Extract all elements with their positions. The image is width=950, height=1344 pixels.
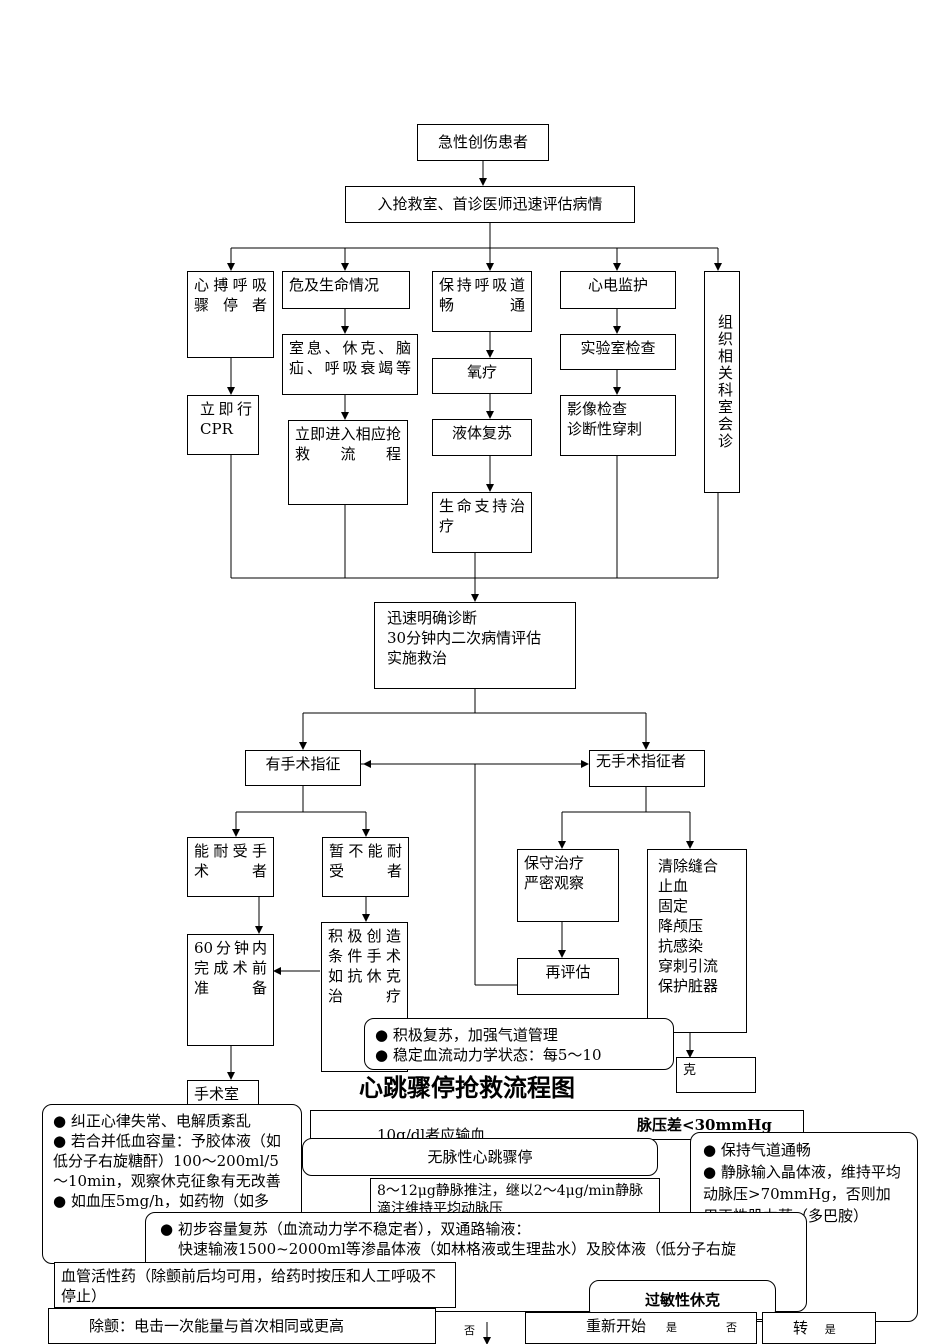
overlay-blood-note: 10g/dl者应输血 bbox=[377, 1126, 486, 1140]
node-can-tolerate: 能耐受手术者 bbox=[187, 837, 274, 897]
overlay-yes-2: 是 bbox=[824, 1323, 836, 1336]
node-imaging: 影像检查 诊断性穿刺 bbox=[560, 395, 676, 456]
node-initial-assessment: 入抢救室、首诊医师迅速评估病情 bbox=[345, 186, 635, 223]
overlay-vasoactive: 血管活性药（除颤前后均可用，给药时按压和人工呼吸不停止） bbox=[54, 1262, 456, 1308]
node-emergency-list: 室息、休克、脑疝、呼吸衰竭等 bbox=[282, 334, 418, 395]
node-life-threatening: 危及生命情况 bbox=[282, 271, 410, 309]
overlay-pulseless: 无脉性心跳骤停 bbox=[302, 1138, 658, 1176]
node-consultation: 组织相关科室会诊 bbox=[704, 271, 740, 493]
overlay-volume-a: ● 初步容量复苏（血流动力学不稳定者），双通路输液： bbox=[160, 1220, 531, 1238]
overlay-resus-box: ● 积极复苏，加强气道管理 ● 稳定血流动力学状态：每5～10 bbox=[364, 1018, 674, 1070]
overlay-volume-b: 快速输液1500~2000ml等渗晶体液（如林格液或生理盐水）及胶体液（低分子右… bbox=[178, 1240, 736, 1258]
node-lab-tests: 实验室检查 bbox=[560, 334, 676, 370]
overlay-transfer-label: 转 bbox=[793, 1319, 809, 1337]
node-acute-trauma: 急性创伤患者 bbox=[417, 124, 549, 161]
overlay-shock-diff: 脉压差<30mmHg bbox=[637, 1116, 772, 1134]
overlay-yes-1: 是 bbox=[666, 1321, 677, 1334]
overlay-vasopressor: 8～12μg静脉推注，继以2～4μg/min静脉滴注维持平均动脉压 bbox=[370, 1178, 660, 1218]
node-no-surgery-text: 无手术指征者 bbox=[589, 750, 705, 787]
node-preop-60min: 60分钟内完成术前准备 bbox=[187, 934, 274, 1046]
node-fluid-resuscitation: 液体复苏 bbox=[432, 419, 532, 456]
overlay-no-2: 否 bbox=[464, 1324, 475, 1337]
overlay-title: 心跳骤停抢救流程图 bbox=[359, 1073, 575, 1102]
overlay-no-1: 否 bbox=[726, 1321, 737, 1334]
node-rescue-protocol: 立即进入相应抢救流程 bbox=[288, 420, 408, 505]
node-life-support: 生命支持治疗 bbox=[432, 492, 532, 553]
node-ke-fragment: 克 bbox=[676, 1057, 756, 1093]
node-diagnosis: 迅速明确诊断 30分钟内二次病情评估 实施救治 bbox=[374, 602, 576, 689]
node-cannot-tolerate: 暂不能耐受者 bbox=[322, 837, 409, 897]
node-reevaluate: 再评估 bbox=[517, 958, 619, 995]
node-cpr: 立即行CPR bbox=[187, 395, 259, 455]
overlay-bottom-strip: 重新开始 是 否 bbox=[525, 1312, 757, 1344]
node-surgery-indicated: 有手术指征 bbox=[245, 750, 361, 786]
node-ecg-monitor: 心电监护 bbox=[560, 271, 676, 309]
overlay-transfer: 转 是 bbox=[762, 1312, 876, 1344]
overlay-restart: 重新开始 bbox=[586, 1317, 647, 1335]
node-cardiac-arrest: 心搏呼吸骤停者 bbox=[187, 271, 274, 358]
node-treatment-list: 清除缝合 止血 固定 降颅压 抗感染 穿刺引流 保护脏器 bbox=[647, 849, 747, 1033]
node-oxygen: 氧疗 bbox=[432, 358, 532, 394]
node-conservative: 保守治疗 严密观察 bbox=[517, 849, 619, 922]
node-airway: 保持呼吸道畅通 bbox=[432, 271, 532, 332]
overlay-defib: 除颤：电击一次能量与首次相同或更高 bbox=[48, 1308, 436, 1344]
